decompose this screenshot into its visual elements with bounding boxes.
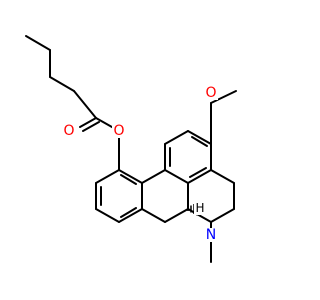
pentanoyl-chain (25, 35, 120, 132)
bond (141, 208, 166, 223)
bond (187, 208, 212, 223)
bond (164, 130, 189, 145)
bond (210, 169, 235, 184)
bond (189, 167, 207, 178)
molecule-structure-diagram: O O O N H (25, 35, 237, 263)
bond (187, 169, 212, 184)
bond (49, 76, 75, 92)
bond (120, 207, 137, 218)
bond (79, 117, 97, 128)
bond (118, 169, 143, 184)
ester-oxygen-label: O (113, 123, 124, 139)
bond (95, 208, 120, 223)
bond (73, 90, 97, 119)
bond (164, 169, 189, 184)
ring-d (187, 169, 235, 263)
label-bg (62, 124, 76, 138)
bond (141, 169, 166, 184)
label-bg (112, 124, 126, 138)
bond (118, 208, 143, 223)
ring-a (95, 169, 143, 223)
label-bg (204, 228, 218, 242)
ring-c (164, 130, 212, 184)
methoxy-oxygen-label: O (205, 85, 216, 101)
bond (210, 208, 235, 223)
bond (120, 174, 137, 185)
stereo-hydrogen-label: H (195, 201, 204, 215)
label-bg (204, 86, 218, 100)
bond (25, 35, 51, 51)
label-bg (194, 201, 206, 215)
carbonyl-oxygen-label: O (63, 123, 74, 139)
amine-nitrogen-label: N (206, 227, 216, 243)
bond (95, 169, 120, 184)
bond (210, 90, 237, 104)
ring-b (141, 169, 189, 223)
bond (164, 208, 189, 223)
bond (187, 130, 212, 145)
methoxy-group (210, 90, 237, 145)
atom-labels: O O O N H (62, 85, 218, 243)
bond (191, 136, 208, 147)
bond (82, 121, 100, 132)
